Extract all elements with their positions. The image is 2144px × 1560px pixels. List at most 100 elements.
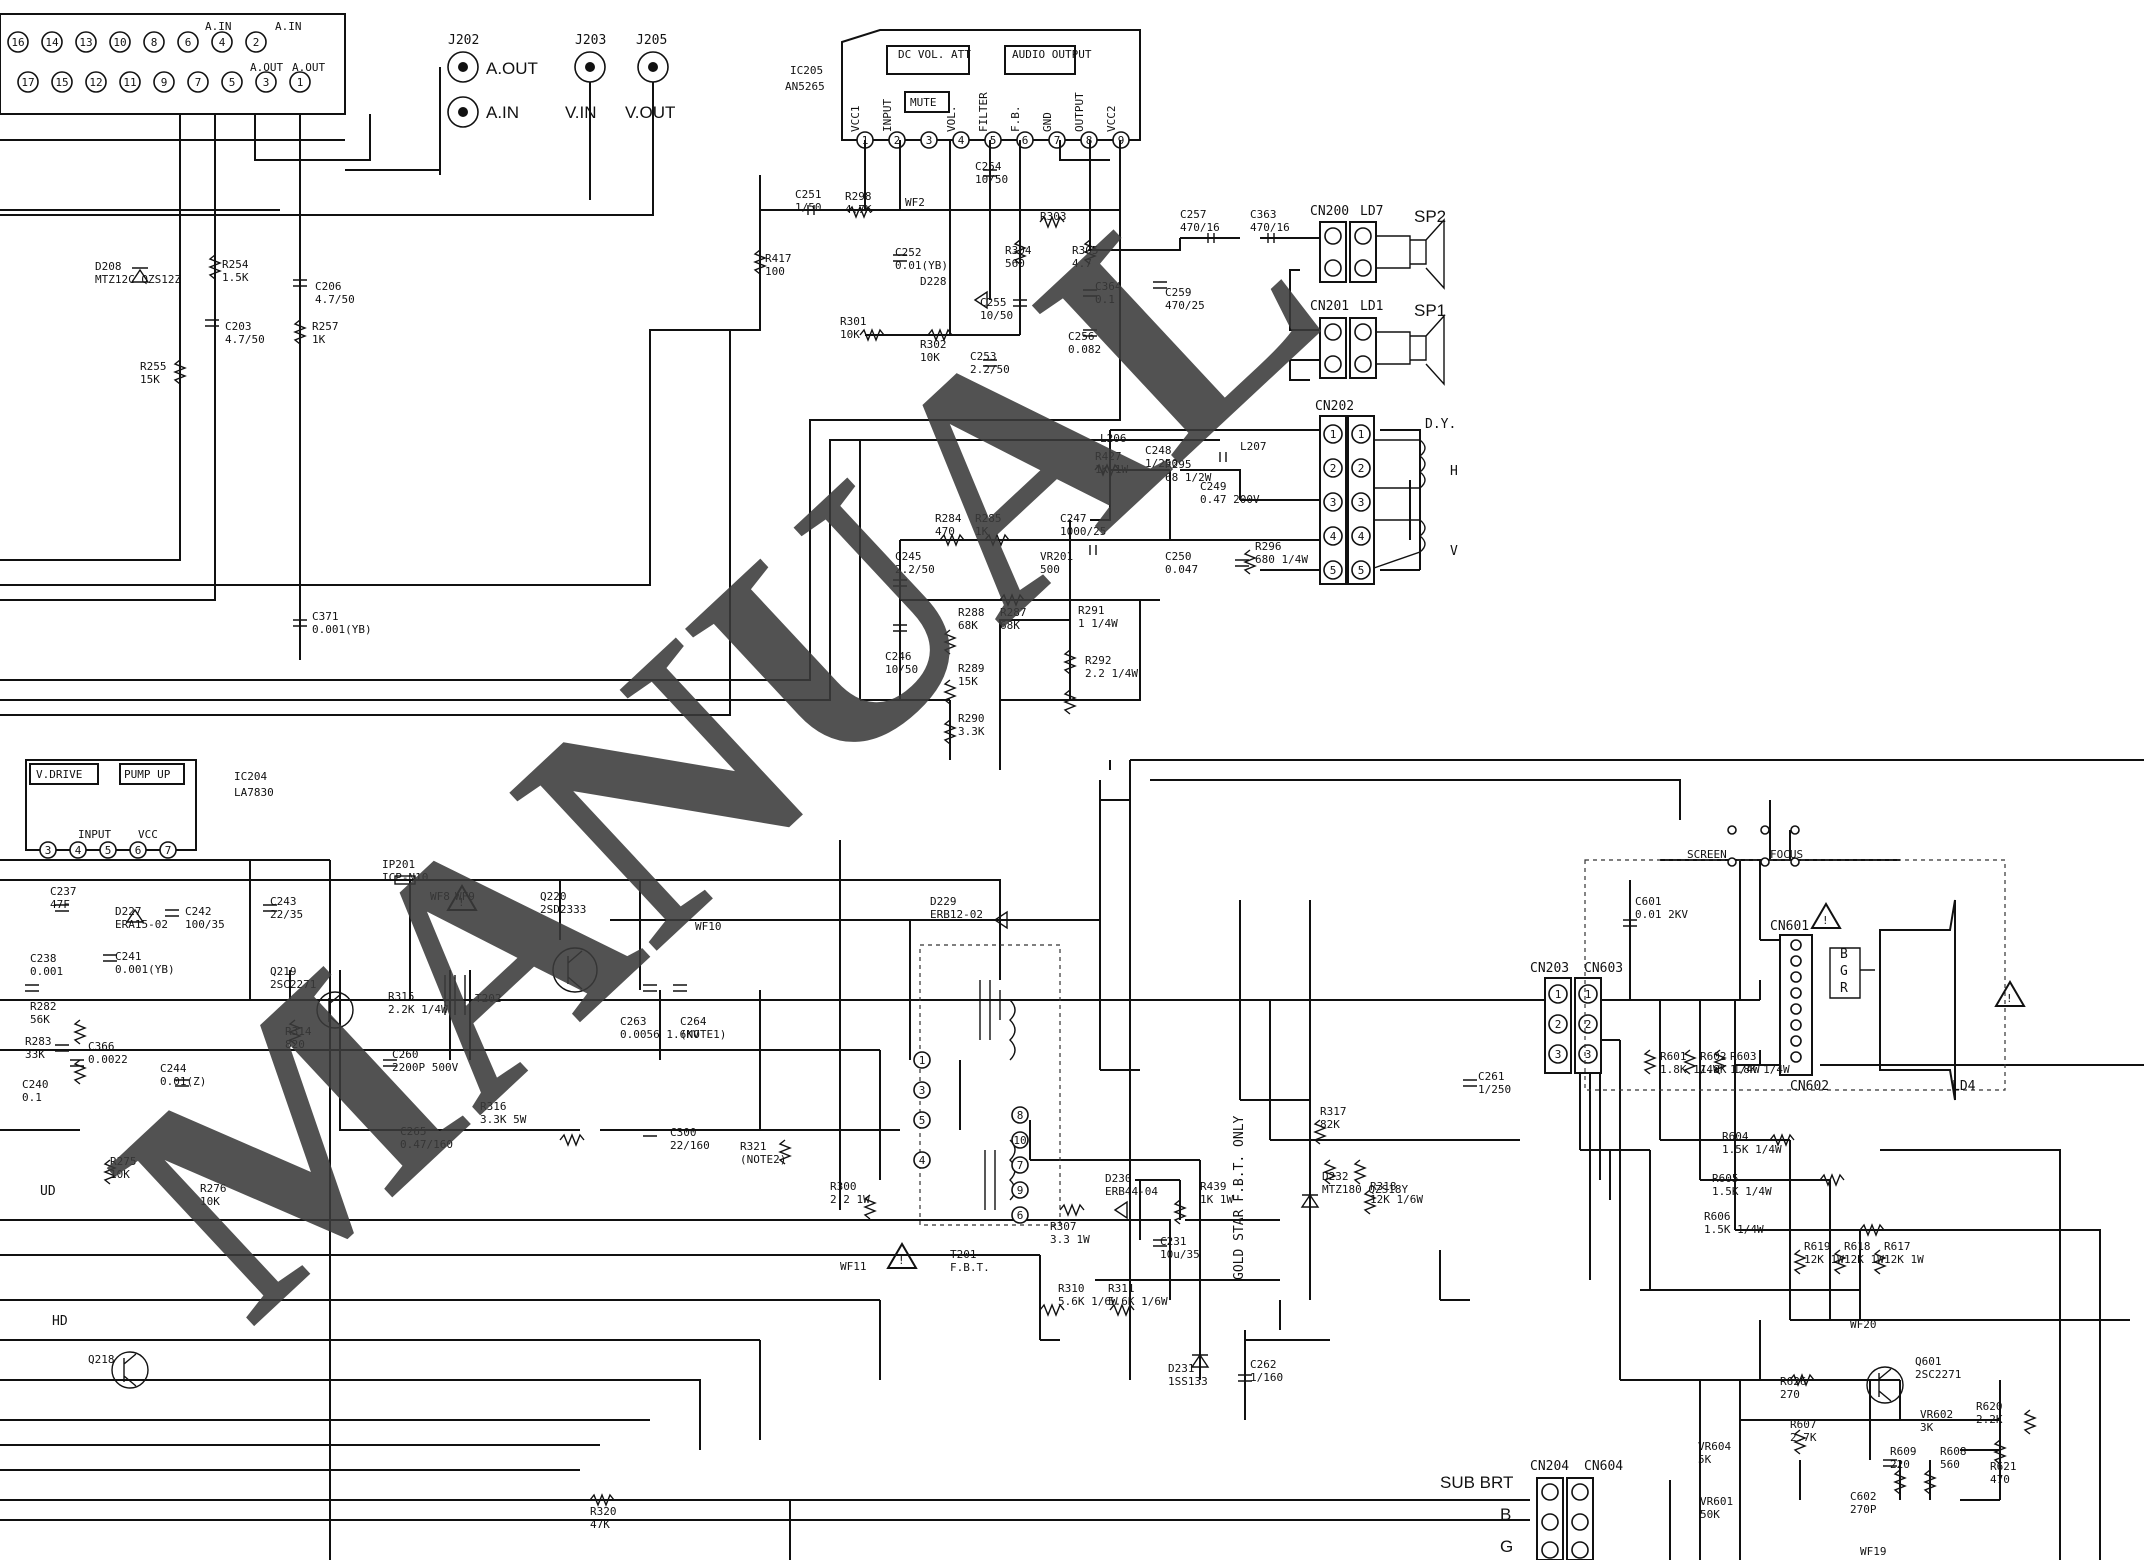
component-ref: D229 [930,895,957,908]
cn204-ref: CN204 [1530,1459,1569,1474]
component-value: 1/160 [1250,1371,1283,1384]
component-ref: D232 [1322,1170,1349,1183]
j205-ref: J205 [636,33,667,48]
av-pin-1: 1 [289,71,311,93]
wiring [0,67,2144,1560]
component-ref: R298 [845,190,872,203]
ic204-pin-3-label: 3 [45,844,52,857]
fbt-pin-4: 4 [913,1151,931,1169]
av-pin-1-label: 1 [297,76,304,89]
component-ref: C253 [970,350,997,363]
component-value: 47K [590,1518,610,1531]
fbt-pin-9: 9 [1011,1181,1029,1199]
cn203-pin-3-label: 3 [1555,1048,1562,1061]
ic205-pin-name: FILTER [977,92,990,132]
cn604-ref: CN604 [1584,1459,1623,1474]
cn203-pin-1-label: 1 [1555,988,1562,1001]
speaker-sp2: CN200 LD7 SP2 [1310,204,1446,290]
component-ref: R254 [222,258,249,271]
component-value: 22/160 [670,1139,710,1152]
component-value: 68K [958,619,978,632]
cn603-pin-2-label: 2 [1585,1018,1592,1031]
component-value: F.B.T. [950,1261,990,1274]
fbt-pin-4-label: 4 [919,1154,926,1167]
av-pin-6: 6 [177,31,199,53]
component-value: 2.2K 1/4W [388,1003,448,1016]
component-wf11: WF11 [840,1260,867,1273]
component-ref: R315 [388,990,415,1003]
component-ref: R307 [1050,1220,1077,1233]
component-l207: L207 [1240,440,1267,453]
ic205-pin-name: VCC2 [1105,106,1118,133]
jack-j203: J203 V.IN [565,33,606,122]
component-value: 68 1/2W [1165,471,1212,484]
component-ref: D228 [920,275,947,288]
component-ref: WF2 [905,196,925,209]
cn202-right-pin-1-label: 1 [1358,428,1365,441]
component-ref: R609 [1890,1445,1917,1458]
ic204-pin-7: 7 [159,841,177,859]
ic205-pin-6: 6 [1016,131,1034,149]
ic204-block-vdrive: V.DRIVE [36,768,82,781]
component-value: 1.5K 1/4W [1712,1185,1772,1198]
ld1-ref: LD1 [1360,299,1383,314]
component-value: 0.1 [1095,293,1115,306]
ic205-pin-5-label: 5 [990,134,997,147]
sub-brt-label: SUB BRT [1440,1473,1513,1492]
component-value: 12K 1W [1844,1253,1884,1266]
component-value: 470 [1990,1473,2010,1486]
component-ref: C249 [1200,480,1227,493]
component-value: 270P [1850,1503,1877,1516]
cn601-pin [1790,971,1802,983]
cn202-left-pin-5-label: 5 [1330,564,1337,577]
av-pin-3: 3 [255,71,277,93]
cn201-ref: CN201 [1310,299,1349,314]
component-value: 12K 1W [1804,1253,1844,1266]
dy-coil-v: V [1450,544,1458,559]
av-pin-13: 13 [75,31,97,53]
component-ref: D227 [115,905,142,918]
av-label-ain-1: A.IN [205,20,232,33]
component-value: 12K 1/6W [1370,1193,1423,1206]
component-ref: C363 [1250,208,1277,221]
av-label-aout-1: A.OUT [250,61,283,74]
component-ref: C259 [1165,286,1192,299]
cn204-cn604: CN204 CN604 SUB BRT B G [1440,1459,1623,1560]
component-value: 1.5K 1/4W [1722,1143,1782,1156]
component-ref: WF8 [430,890,450,903]
component-value: MTZ180 QZS18Y [1322,1183,1408,1196]
component-ref: C245 [895,550,922,563]
fbt-pin-5-label: 5 [919,1114,926,1127]
cn603-ref: CN603 [1584,961,1623,976]
ic204-pin-3: 3 [39,841,57,859]
component-value: 1 1/4W [1078,617,1118,630]
cn601-pin [1790,987,1802,999]
component-r321: R321(NOTE2) [740,1140,786,1166]
component-ref: C371 [312,610,339,623]
cn202-right-pin-5: 5 [1351,560,1371,580]
component-ref: R314 [285,1025,312,1038]
cn601-pin [1790,1035,1802,1047]
component-value: 1/250 [1145,457,1178,470]
